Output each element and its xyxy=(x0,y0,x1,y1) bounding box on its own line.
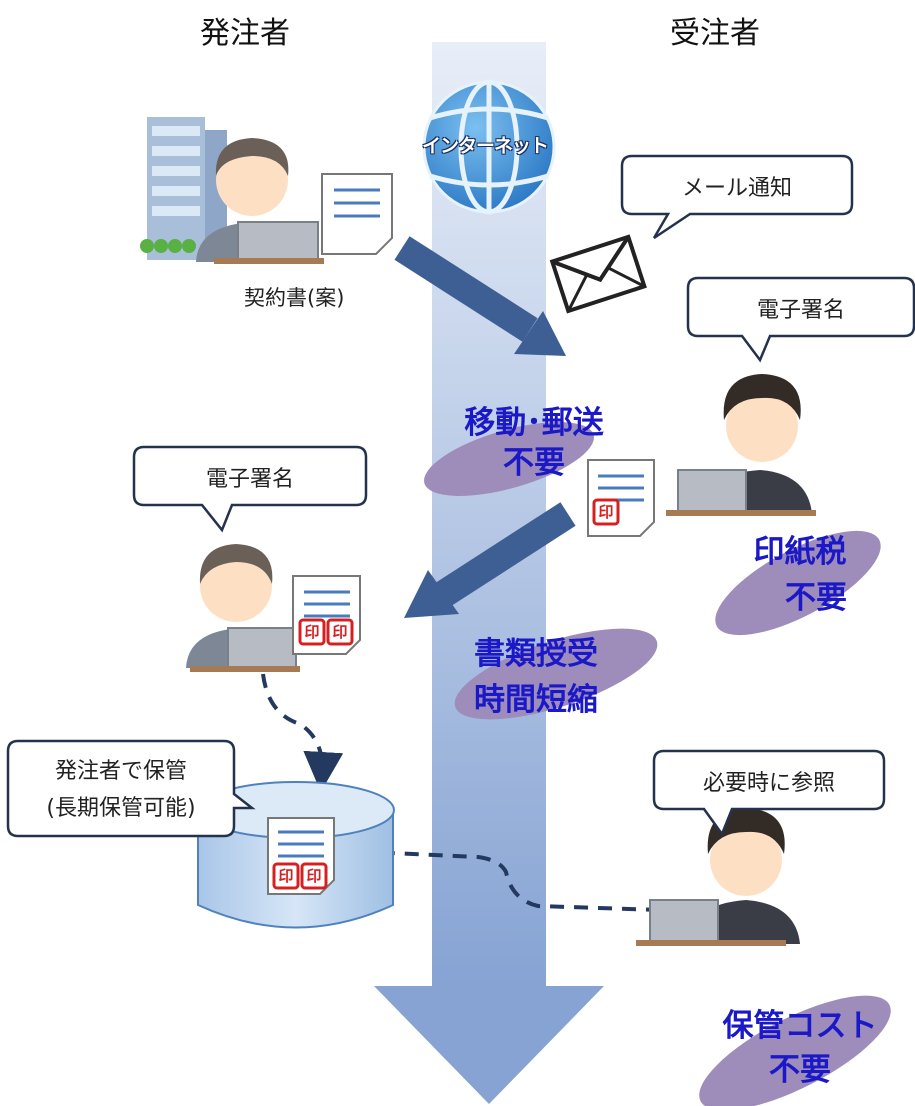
benefit-exchange-line2: 時間短縮 xyxy=(474,682,598,718)
bubble-reference xyxy=(652,749,886,837)
seal-mark-contractor: 印 xyxy=(598,503,614,521)
globe-icon xyxy=(422,79,556,215)
internet-label: インターネット xyxy=(422,135,549,157)
contractor-person-bottom xyxy=(636,808,800,946)
benefit-blob-exchange xyxy=(454,628,658,720)
contractor-signature-text: 電子署名 xyxy=(756,298,845,323)
return-arrow xyxy=(404,502,576,618)
store-dashed-arrow xyxy=(261,673,344,792)
envelope-icon xyxy=(549,234,647,314)
mail-notice-text: メール通知 xyxy=(681,176,792,201)
benefit-no-travel-line1: 移動･郵送 xyxy=(464,405,604,441)
orderer-storage-text-line2: (長期保管可能) xyxy=(46,796,196,821)
reference-text: 必要時に参照 xyxy=(702,771,835,796)
orderer-person-top xyxy=(196,138,324,264)
contractor-column-heading: 受注者 xyxy=(670,16,760,51)
seal-mark-stored-1: 印 xyxy=(278,867,294,885)
seal-mark-orderer-1: 印 xyxy=(304,623,320,641)
seal-mark-orderer-2: 印 xyxy=(332,623,348,641)
benefit-blob-travel xyxy=(424,422,594,496)
draft-contract-document-icon xyxy=(321,173,393,255)
benefit-stamp-tax-line1: 印紙税 xyxy=(753,534,847,570)
benefit-no-travel-line2: 不要 xyxy=(503,445,565,481)
benefit-exchange-line1: 書類授受 xyxy=(474,636,598,672)
bubble-contractor-signature xyxy=(686,276,915,363)
bubble-orderer-storage xyxy=(6,739,256,838)
orderer-person-middle xyxy=(186,544,300,672)
benefit-blob-stamp-tax xyxy=(715,530,881,636)
benefit-blob-storage-cost xyxy=(699,995,891,1106)
seal-mark-stored-2: 印 xyxy=(306,867,322,885)
bubble-mail-notice xyxy=(620,154,854,240)
bubble-orderer-signature xyxy=(132,445,368,533)
stored-document-icon xyxy=(267,817,335,895)
orderer-column-heading: 発注者 xyxy=(200,16,290,51)
draft-contract-label: 契約書(案) xyxy=(244,286,345,310)
reference-dashed-arrow xyxy=(348,832,661,912)
orderer-signature-text: 電子署名 xyxy=(205,467,294,492)
contractor-person-middle xyxy=(666,374,816,516)
send-arrow xyxy=(394,236,566,356)
double-stamped-document-icon xyxy=(292,575,361,655)
orderer-storage-text-line1: 発注者で保管 xyxy=(54,759,187,784)
stamped-document-icon-middle xyxy=(587,459,655,537)
benefit-storage-cost-line1: 保管コスト xyxy=(722,1008,878,1044)
benefit-storage-cost-line2: 不要 xyxy=(769,1052,831,1088)
benefit-stamp-tax-line2: 不要 xyxy=(785,580,847,616)
